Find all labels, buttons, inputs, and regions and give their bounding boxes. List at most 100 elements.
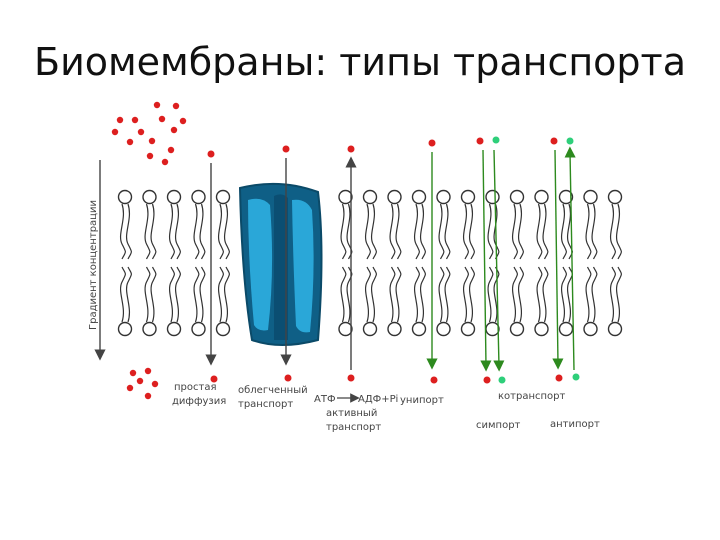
lipid-tail — [419, 203, 426, 260]
label-active-2: транспорт — [326, 422, 381, 433]
lipid-tail — [438, 203, 445, 260]
lipid-tail — [560, 203, 567, 260]
lipid-tail — [144, 266, 151, 323]
lipid-tail — [468, 266, 475, 323]
label-adp: АДФ+Pi — [358, 394, 398, 405]
lipid-tail — [389, 203, 396, 260]
lipid-tail — [585, 203, 592, 260]
ion-symport-red-bottom — [483, 376, 491, 384]
ion-antiport-green-bottom — [572, 373, 580, 381]
lipid-tail — [591, 266, 598, 323]
lipid-head — [460, 321, 476, 337]
lipid-tail — [199, 266, 206, 323]
lipid-head — [485, 189, 500, 205]
lipid-head — [191, 189, 206, 205]
ion-active-bottom — [347, 374, 355, 382]
lipid-tail — [217, 266, 224, 323]
lipid-tail — [591, 203, 598, 260]
lipid-tail — [395, 203, 402, 260]
lipid-tail — [462, 203, 469, 260]
lipid-tail — [199, 203, 206, 260]
lipid-tail — [511, 266, 518, 323]
label-cotransport: котранспорт — [498, 391, 565, 402]
lipid-head — [411, 189, 427, 205]
arrow-antiport-down — [552, 149, 564, 370]
lipid-head — [362, 321, 378, 337]
ion-antiport-red-top — [550, 137, 558, 145]
ion-facilitated-bottom — [284, 374, 292, 382]
lipid-tail — [144, 203, 151, 260]
lipid-tail — [536, 266, 543, 323]
lipid-head — [607, 321, 623, 337]
arrow-symport-1 — [480, 149, 492, 372]
lipid-tail — [615, 266, 622, 323]
lipid-head — [534, 321, 549, 337]
lipid-tail — [585, 266, 592, 323]
lipid-head — [166, 321, 182, 337]
lipid-head — [558, 321, 574, 337]
label-active-1: активный — [326, 408, 377, 419]
lipid-tail — [150, 203, 157, 260]
lipid-tail — [364, 266, 371, 323]
ion-antiport-green-top — [566, 137, 574, 145]
lipid-tail — [150, 266, 157, 323]
ion-symport-red-top — [476, 137, 484, 145]
protein-channel — [238, 182, 323, 346]
lipid-head — [117, 321, 133, 337]
lipid-tail — [340, 266, 347, 323]
ion-simple-bottom — [210, 375, 218, 383]
ion-facilitated-top — [282, 145, 290, 153]
lipid-tail — [217, 203, 224, 260]
lipid-tail — [125, 203, 132, 260]
label-facilitated-1: облегченный — [238, 385, 308, 396]
lipid-tail — [542, 266, 549, 323]
lipid-bilayer — [117, 189, 623, 337]
lipid-tail — [174, 203, 181, 260]
ion-uniport-top — [428, 139, 436, 147]
ion-symport-green-top — [492, 136, 500, 144]
lipid-head — [509, 189, 525, 205]
lipid-tail — [493, 266, 500, 323]
lipid-tail — [560, 266, 567, 323]
lipid-tail — [193, 266, 200, 323]
lipid-head — [191, 321, 206, 337]
lipid-head — [338, 321, 353, 337]
lipid-head — [534, 189, 549, 205]
lipid-tail — [487, 266, 494, 323]
lipid-head — [338, 189, 353, 205]
lipid-tail — [413, 266, 420, 323]
lipid-head — [509, 321, 525, 337]
label-simple-1: простая — [174, 382, 216, 393]
lipid-tail — [609, 203, 616, 260]
lipid-head — [387, 189, 402, 205]
ion-cluster-top — [111, 101, 187, 166]
label-atp: АТФ — [314, 394, 336, 405]
lipid-tail — [517, 266, 524, 323]
lipid-tail — [370, 266, 377, 323]
lipid-head — [607, 189, 623, 205]
lipid-tail — [119, 203, 126, 260]
ion-symport-green-bottom — [498, 376, 506, 384]
lipid-head — [142, 189, 157, 205]
lipid-head — [362, 189, 378, 205]
lipid-head — [485, 321, 500, 337]
gradient-axis-label: Градиент концентрации — [88, 200, 99, 330]
ion-cluster-bottom — [126, 367, 159, 400]
ion-antiport-red-bottom — [555, 374, 563, 382]
lipid-tail — [444, 203, 451, 260]
lipid-tail — [125, 266, 132, 323]
lipid-tail — [609, 266, 616, 323]
lipid-head — [142, 321, 157, 337]
lipid-head — [460, 189, 476, 205]
lipid-tail — [193, 203, 200, 260]
lipid-tail — [389, 266, 396, 323]
lipid-tail — [395, 266, 402, 323]
label-simple-2: диффузия — [172, 396, 226, 407]
lipid-tail — [370, 203, 377, 260]
lipid-tail — [223, 203, 230, 260]
lipid-tail — [444, 266, 451, 323]
lipid-tail — [511, 203, 518, 260]
lipid-tail — [536, 203, 543, 260]
lipid-tail — [517, 203, 524, 260]
